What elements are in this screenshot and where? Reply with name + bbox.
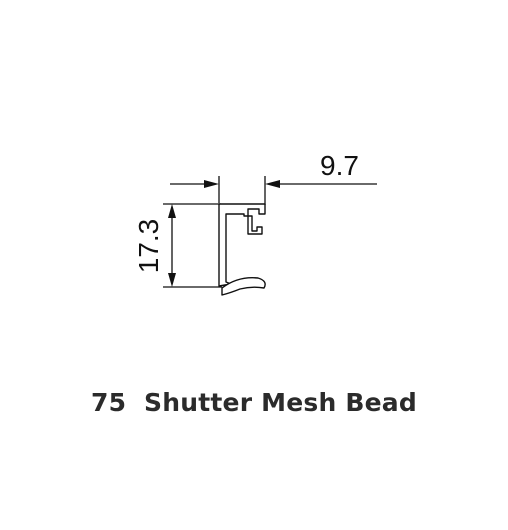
height-dimension-label: 17.3 [133, 219, 164, 274]
profile-body [218, 203, 266, 287]
profile-shape [218, 203, 266, 296]
height-dimension [163, 203, 222, 288]
height-arrow-top [168, 204, 176, 218]
width-arrow-right [265, 180, 280, 188]
product-title: 75 Shutter Mesh Bead [91, 388, 417, 417]
width-arrow-left [204, 180, 219, 188]
height-arrow-bottom [168, 273, 176, 287]
profile-lip [221, 277, 266, 296]
profile-hook [247, 215, 263, 235]
width-dimension [170, 176, 377, 205]
width-dimension-label: 9.7 [320, 150, 359, 181]
